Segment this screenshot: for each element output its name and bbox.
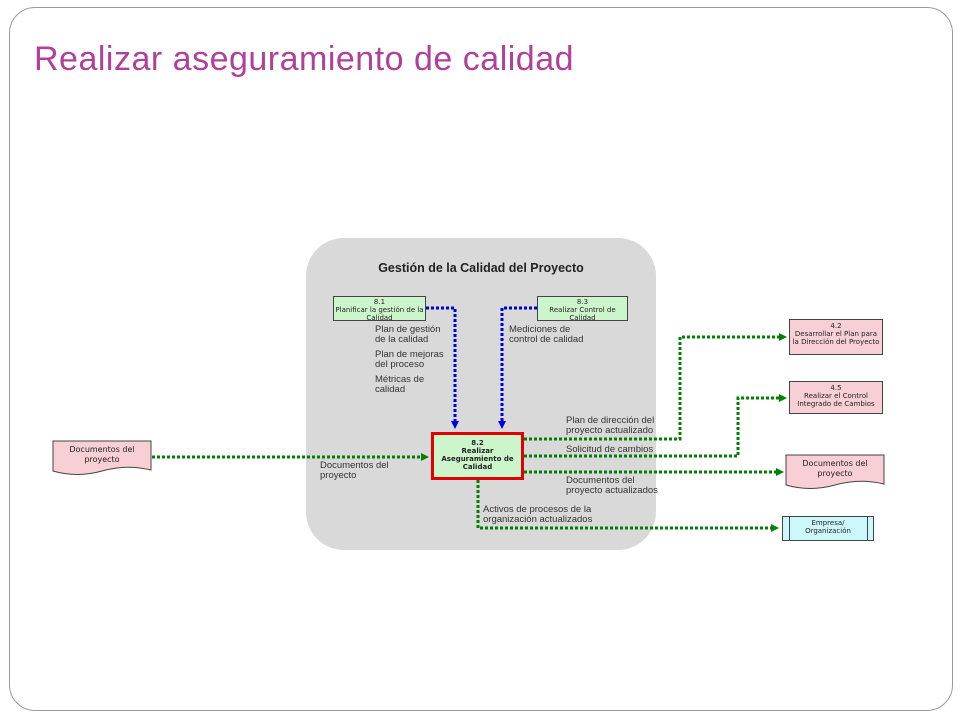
- arrow-8-2-to-organization: [476, 480, 779, 532]
- process-4-5-number: 4.5: [830, 384, 842, 392]
- arrow-8-2-to-4-2: [524, 333, 787, 441]
- process-8-1: 8.1 Planificar la gestión de la Calidad: [333, 296, 426, 321]
- process-8-3-name: Realizar Control de Calidad: [549, 306, 616, 321]
- label-documentos-input: Documentos del proyecto: [320, 460, 389, 481]
- process-4-2-name: Desarrollar el Plan para la Dirección de…: [792, 330, 880, 346]
- label-plan-gestion-calidad: Plan de gestión de la calidad: [375, 324, 441, 345]
- arrow-8-2-to-4-5: [524, 394, 787, 458]
- label-plan-mejoras-proceso: Plan de mejoras del proceso: [375, 349, 444, 370]
- knowledge-area-title: Gestión de la Calidad del Proyecto: [378, 261, 584, 275]
- label-documentos-actualizados: Documentos del proyecto actualizados: [566, 475, 658, 496]
- process-8-2-name: Realizar Aseguramiento de Calidad: [441, 447, 514, 471]
- knowledge-area-panel: [306, 238, 656, 550]
- organization-name: Empresa/ Organización: [805, 519, 851, 535]
- process-8-2-number: 8.2: [471, 439, 484, 447]
- document-input-label: Documentos del proyecto: [69, 445, 135, 464]
- organization-box: Empresa/ Organización: [782, 516, 874, 541]
- label-plan-direccion-actualizado: Plan de dirección del proyecto actualiza…: [566, 415, 655, 436]
- organization-box-left-bar: [789, 516, 790, 541]
- label-metricas-calidad: Métricas de calidad: [375, 374, 425, 395]
- process-4-2: 4.2 Desarrollar el Plan para la Direcció…: [789, 319, 883, 355]
- document-input-shape: [52, 440, 152, 475]
- process-4-2-number: 4.2: [830, 322, 842, 330]
- arrow-8-1-to-8-2: [426, 306, 459, 429]
- process-4-5: 4.5 Realizar el Control Integrado de Cam…: [789, 381, 883, 414]
- arrow-8-3-to-8-2: [498, 306, 537, 429]
- process-8-1-number: 8.1: [373, 298, 386, 306]
- process-8-3-number: 8.3: [576, 298, 589, 306]
- page-title: Realizar aseguramiento de calidad: [34, 40, 575, 78]
- document-output-label: Documentos del proyecto: [802, 459, 868, 478]
- process-8-1-name: Planificar la gestión de la Calidad: [335, 306, 424, 321]
- document-output-shape: [785, 454, 885, 489]
- label-activos-procesos: Activos de procesos de la organización a…: [483, 504, 593, 525]
- process-8-2-highlighted: 8.2 Realizar Aseguramiento de Calidad: [431, 432, 524, 480]
- process-8-3: 8.3 Realizar Control de Calidad: [537, 296, 628, 321]
- label-mediciones-control: Mediciones de control de calidad: [509, 324, 584, 345]
- organization-box-right-bar: [867, 516, 868, 541]
- label-solicitud-cambios: Solicitud de cambios: [566, 444, 654, 455]
- process-4-5-name: Realizar el Control Integrado de Cambios: [797, 392, 875, 408]
